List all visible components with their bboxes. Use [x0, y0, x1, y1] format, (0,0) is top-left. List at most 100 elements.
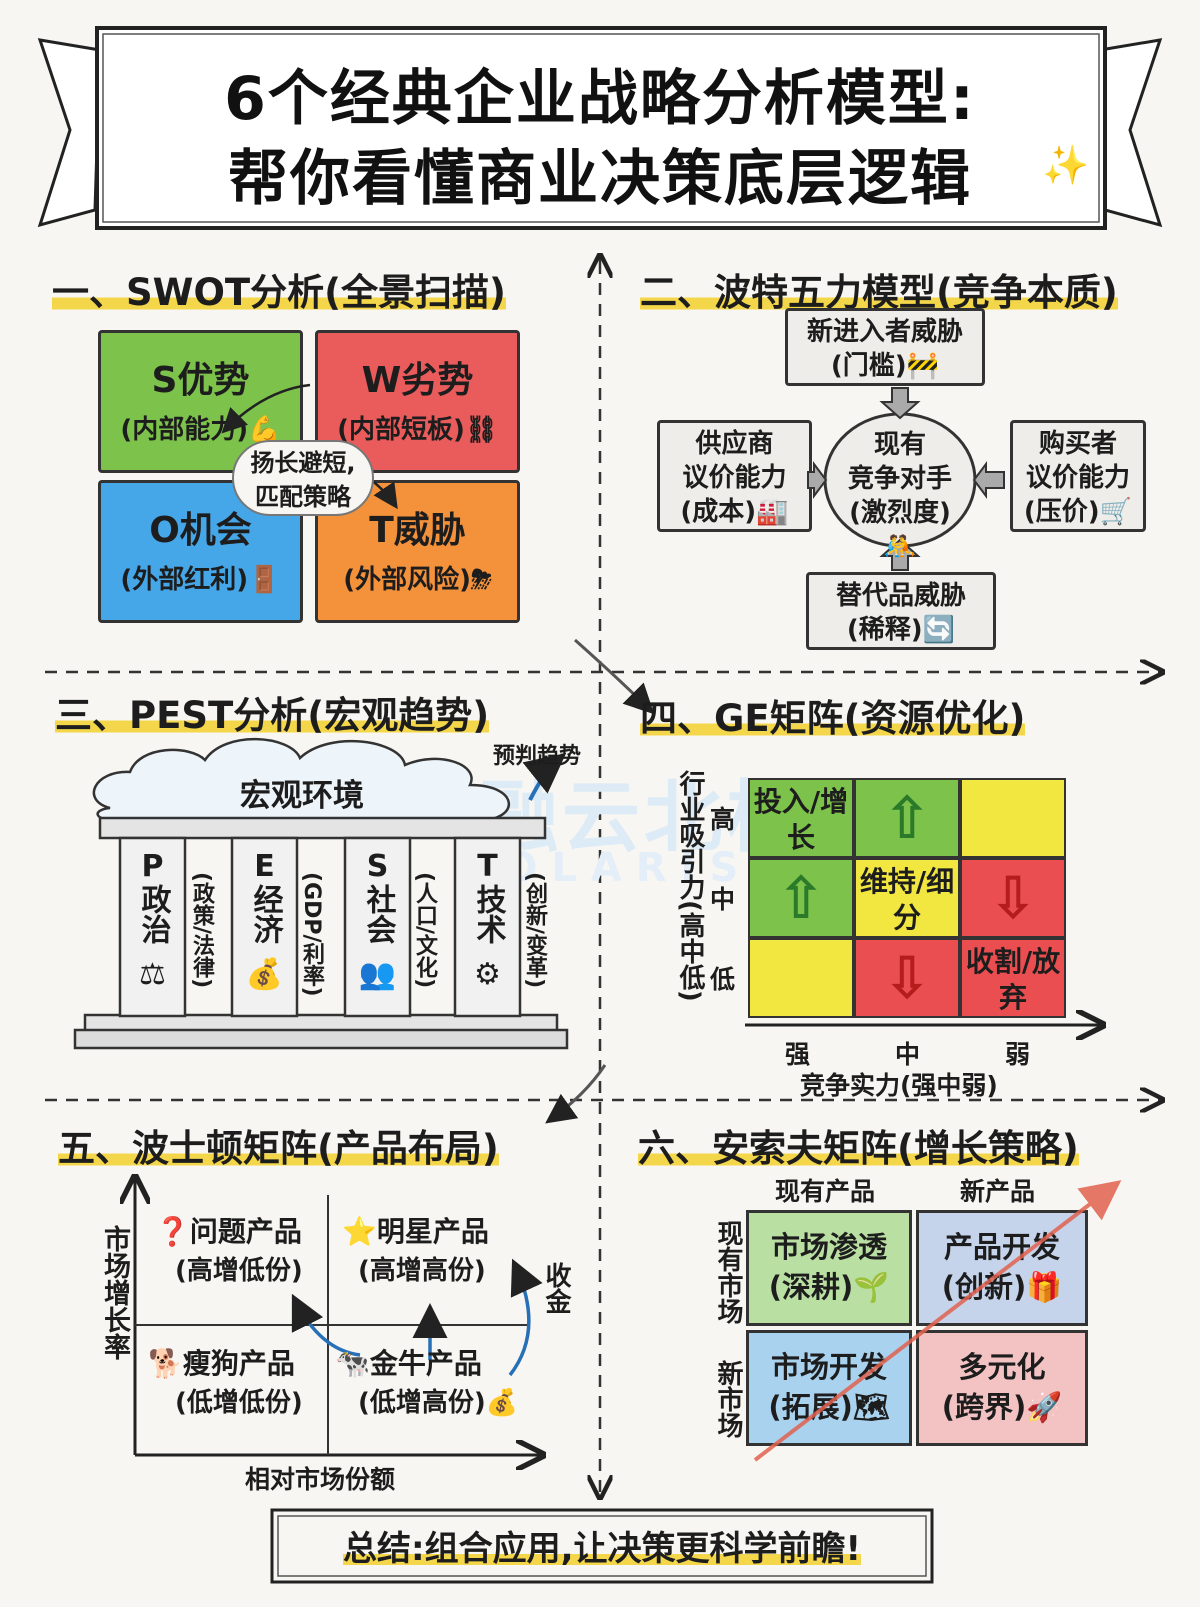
- pest-p-name: 政治: [135, 884, 171, 944]
- down-arrow-icon: ⇩: [854, 938, 960, 1018]
- dog-icon: 🐕: [148, 1347, 183, 1380]
- fighting-icon: 🤼: [883, 532, 917, 562]
- broken-chain-icon: ⛓: [464, 415, 498, 445]
- pest-pillar-t: T 技术 ⚙: [455, 850, 520, 992]
- pest-p-note: (政策/法律): [189, 872, 214, 989]
- ansoff-col-new: 新产品: [960, 1177, 1036, 1206]
- swot-o-sub: (外部红利): [120, 565, 249, 595]
- porter-bottom-line-1: 替代品威胁: [835, 581, 966, 611]
- pest-e-letter: E: [254, 849, 275, 884]
- pest-t-name: 技术: [470, 884, 506, 944]
- pest-s-note: (人口/文化): [412, 872, 437, 989]
- pest-e-note: (GDP/利率): [299, 872, 324, 997]
- pest-pillar-s: S 社会 👥: [345, 850, 410, 992]
- pest-t-note: (创新/变革): [522, 872, 547, 989]
- porter-arrows: [807, 387, 1005, 571]
- pest-diagram: [73, 737, 569, 1050]
- ge-cell-invest: 投入/增长: [748, 778, 854, 858]
- bcg-dog-desc: (低增低份): [175, 1388, 303, 1418]
- up-arrow-icon: ⇧: [854, 778, 960, 858]
- porter-right-line-2: 议价能力: [1025, 463, 1130, 493]
- bcg-star-name: 明星产品: [376, 1215, 489, 1248]
- ansoff-heading: 六、安索夫矩阵(增长策略): [638, 1127, 1079, 1170]
- bcg-question-desc: (高增低份): [175, 1256, 303, 1286]
- swot-o-title: O机会: [149, 510, 252, 551]
- cow-icon: 🐄: [335, 1347, 370, 1380]
- title-banner: [37, 26, 1163, 230]
- bcg-cow-name: 金牛产品: [369, 1347, 482, 1380]
- porter-top-line-1: 新进入者威胁: [806, 317, 963, 347]
- pest-trend-label: 预判趋势: [493, 744, 582, 769]
- porter-suppliers: 供应商 议价能力 (成本)🏭: [657, 420, 812, 532]
- ge-ylabel: 行业吸引力(高中低): [675, 770, 705, 1002]
- ge-heading: 四、GE矩阵(资源优化): [640, 697, 1026, 740]
- swot-s-title: S优势: [151, 360, 250, 401]
- factory-icon: 🏭: [756, 497, 789, 527]
- swot-w-title: W劣势: [361, 360, 474, 401]
- ansoff-row-new: 新市场: [713, 1360, 743, 1438]
- swot-w-sub: (内部短板): [337, 415, 465, 445]
- rocket-icon: 🚀: [1026, 1390, 1063, 1424]
- ge-cell-low-strong: [748, 938, 854, 1018]
- ge-cell-maintain: 维持/细分: [854, 858, 960, 938]
- porter-heading: 二、波特五力模型(竞争本质): [640, 271, 1118, 314]
- ansoff-row-existing: 现有市场: [713, 1220, 743, 1324]
- ge-xlabel: 竞争实力(强中弱): [800, 1071, 998, 1100]
- bcg-cow-desc: (低增高份)💰: [358, 1388, 519, 1418]
- ge-col-mid: 中: [895, 1040, 921, 1069]
- swot-center-label: 扬长避短, 匹配策略: [232, 440, 374, 516]
- swot-center-line-2: 匹配策略: [255, 483, 351, 511]
- bcg-question: ❓问题产品: [155, 1210, 302, 1250]
- money-bag-icon: 💰: [485, 1388, 519, 1418]
- people-icon: 👥: [358, 957, 397, 992]
- ge-col-weak: 弱: [1005, 1040, 1031, 1069]
- ansoff-market-dev-name: 市场开发: [770, 1350, 887, 1384]
- swot-weaknesses: W劣势 (内部短板)⛓: [315, 330, 520, 473]
- swot-t-sub: (外部风险): [343, 565, 471, 595]
- barrier-icon: 🚧: [906, 351, 940, 381]
- ge-row-low: 低: [710, 965, 736, 994]
- cart-icon: 🛒: [1099, 497, 1133, 527]
- ansoff-penetration-desc: (深耕): [768, 1270, 854, 1304]
- bcg-dog: 🐕瘦狗产品: [148, 1342, 295, 1382]
- storm-icon: ⛈: [470, 565, 492, 595]
- pest-t-letter: T: [477, 849, 498, 884]
- porter-left-line-3: (成本): [680, 497, 757, 527]
- pest-e-name: 经济: [247, 884, 283, 944]
- porter-bottom-line-2: (稀释): [846, 615, 923, 645]
- title-line-1: 6个经典企业战略分析模型:: [224, 64, 976, 134]
- porter-top-line-2: (门槛): [830, 351, 907, 381]
- up-arrow-icon: ⇧: [748, 858, 854, 938]
- bcg-star: ⭐明星产品: [342, 1210, 489, 1250]
- refresh-icon: 🔄: [922, 615, 956, 645]
- porter-center-line-2: 竞争对手: [847, 464, 952, 494]
- porter-right-line-3: (压价): [1023, 497, 1100, 527]
- question-icon: ❓: [155, 1215, 190, 1248]
- ansoff-market-dev: 市场开发 (拓展)🗺: [746, 1330, 912, 1446]
- star-icon: ⭐: [342, 1215, 377, 1248]
- pest-s-name: 社会: [360, 884, 396, 944]
- ansoff-diversify-desc: (跨界): [941, 1390, 1027, 1424]
- bcg-dog-name: 瘦狗产品: [182, 1347, 295, 1380]
- ansoff-product-dev-name: 产品开发: [943, 1230, 1060, 1264]
- ansoff-col-existing: 现有产品: [775, 1177, 876, 1206]
- pest-s-letter: S: [366, 849, 389, 884]
- scales-icon: ⚖: [139, 957, 166, 992]
- porter-rivals: 现有 竞争对手 (激烈度)🤼: [836, 428, 964, 562]
- porter-center-line-3: (激烈度): [849, 498, 951, 528]
- swot-center-line-1: 扬长避短,: [250, 449, 356, 477]
- gift-icon: 🎁: [1026, 1270, 1063, 1304]
- sparkle-icon: ✨: [1042, 143, 1090, 187]
- ge-col-strong: 强: [785, 1040, 811, 1069]
- map-icon: 🗺: [852, 1390, 890, 1424]
- swot-t-title: T威胁: [369, 510, 466, 551]
- title-line-2: 帮你看懂商业决策底层逻辑: [228, 144, 972, 214]
- bcg-heading: 五、波士顿矩阵(产品布局): [58, 1127, 499, 1170]
- ansoff-growth-arrow: [753, 1180, 1122, 1462]
- bcg-harvest-label: 收金: [541, 1262, 571, 1314]
- pest-cloud-label: 宏观环境: [240, 778, 364, 814]
- porter-new-entrants: 新进入者威胁 (门槛)🚧: [785, 308, 985, 386]
- ansoff-penetration-name: 市场渗透: [770, 1230, 887, 1264]
- porter-substitutes: 替代品威胁 (稀释)🔄: [806, 572, 996, 650]
- ge-row-high: 高: [710, 805, 736, 834]
